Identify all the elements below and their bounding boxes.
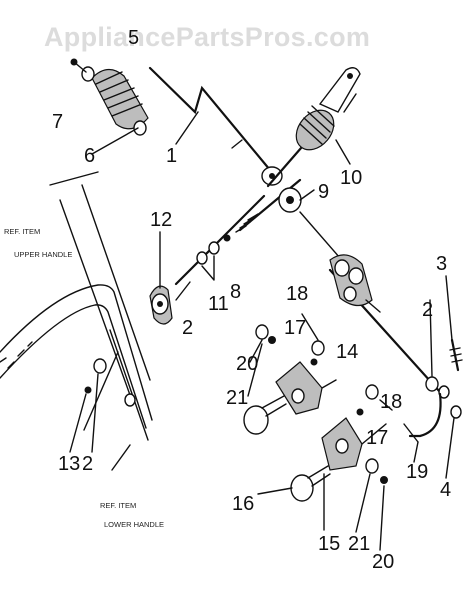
callout-18-upper: 18 bbox=[286, 283, 308, 305]
callout-2-bracket: 2 bbox=[182, 317, 193, 339]
callout-9: 9 bbox=[318, 181, 329, 203]
upper-handle bbox=[0, 171, 153, 429]
callout-13: 13 bbox=[58, 453, 80, 475]
callout-3: 3 bbox=[436, 253, 447, 275]
fastener-part-13 bbox=[84, 358, 136, 407]
bent-rod-part-1 bbox=[148, 66, 283, 186]
callout-2-handle: 2 bbox=[82, 453, 93, 475]
bracket-part-15 bbox=[321, 417, 387, 471]
callout-12: 12 bbox=[150, 209, 172, 231]
callout-16: 16 bbox=[232, 493, 254, 515]
lower-handle bbox=[83, 329, 149, 471]
callout-7: 7 bbox=[52, 111, 63, 133]
pivot-bracket-part-12 bbox=[149, 231, 191, 325]
callout-17-lower: 17 bbox=[366, 427, 388, 449]
callout-5: 5 bbox=[128, 27, 139, 49]
callout-6: 6 bbox=[84, 145, 95, 167]
grip-part-5 bbox=[70, 58, 149, 136]
ref-upper-line2: UPPER HANDLE bbox=[14, 250, 72, 259]
callout-4: 4 bbox=[440, 479, 451, 501]
callout-14: 14 bbox=[336, 341, 358, 363]
nuts-washers-upper bbox=[255, 313, 325, 366]
bracket-part-14 bbox=[275, 361, 337, 415]
ref-lower-line1: REF. ITEM bbox=[100, 501, 136, 510]
nuts-washers-lower bbox=[356, 384, 393, 484]
linkage-rod-right bbox=[328, 254, 442, 394]
callout-10: 10 bbox=[340, 167, 362, 189]
callout-19: 19 bbox=[406, 461, 428, 483]
leader-lines bbox=[69, 111, 455, 551]
threaded-rod-part-8 bbox=[174, 194, 266, 286]
ref-lower-line2: LOWER HANDLE bbox=[104, 520, 164, 529]
ref-upper-line1: REF. ITEM bbox=[4, 227, 40, 236]
callout-21-upper: 21 bbox=[226, 387, 248, 409]
callout-8: 8 bbox=[230, 281, 241, 303]
watermark-text: AppliancePartsPros.com bbox=[44, 22, 370, 52]
callout-21-lower: 21 bbox=[348, 533, 370, 555]
washers-part-11 bbox=[196, 234, 231, 281]
callout-18-lower: 18 bbox=[380, 391, 402, 413]
callout-11: 11 bbox=[208, 293, 229, 315]
callout-17-upper: 17 bbox=[284, 317, 306, 339]
callout-2-right: 2 bbox=[422, 299, 433, 321]
carriage-bolts-part-16 bbox=[243, 395, 331, 502]
spring-pin-part-3 bbox=[408, 338, 463, 438]
callout-15: 15 bbox=[318, 533, 340, 555]
callout-20-lower: 20 bbox=[372, 551, 394, 573]
spring-clevis-part-10 bbox=[266, 67, 361, 188]
callout-1: 1 bbox=[166, 145, 177, 167]
hook-part-19 bbox=[403, 423, 419, 443]
